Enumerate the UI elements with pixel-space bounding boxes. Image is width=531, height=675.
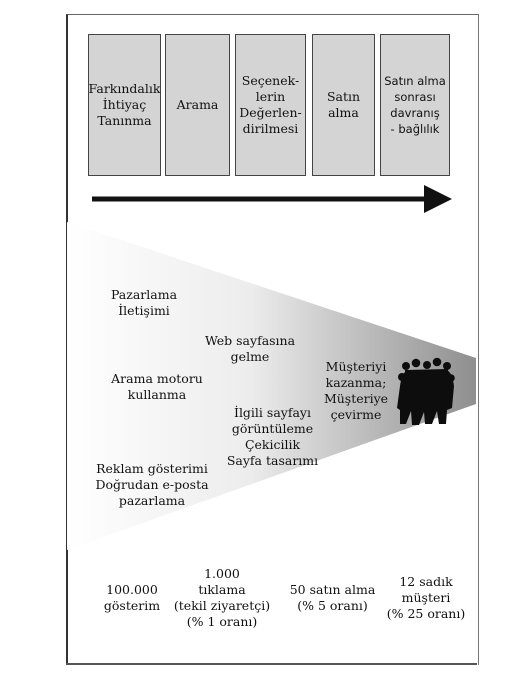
funnel-label-search-engine: Arama motoru kullanma xyxy=(111,371,203,402)
stage-evaluation-label: Seçenek- lerin Değerlen- dirilmesi xyxy=(239,73,302,136)
funnel-label-ad-impression: Reklam gösterimi Doğrudan e-posta pazarl… xyxy=(95,461,209,508)
stage-evaluation: Seçenek- lerin Değerlen- dirilmesi xyxy=(235,34,306,176)
crowd-silhouette-icon xyxy=(397,357,455,425)
metric-purchases: 50 satın alma (% 5 oranı) xyxy=(289,582,376,613)
funnel-label-relevant-page: İlgili sayfayı görüntüleme Çekicilik Say… xyxy=(226,405,319,468)
metric-clicks: 1.000 tıklama (tekil ziyaretçi) (% 1 ora… xyxy=(173,566,271,629)
funnel-label-marketing-communication: Pazarlama İletişimi xyxy=(110,287,178,318)
stage-search-label: Arama xyxy=(176,97,219,112)
stage-search: Arama xyxy=(165,34,230,176)
frame-bottom-edge xyxy=(66,663,477,665)
stage-awareness-label: Farkındalık İhtiyaç Tanınma xyxy=(88,81,161,128)
stage-post-purchase: Satın alma sonrası davranış - bağlılık xyxy=(380,34,450,176)
funnel-label-web-visit: Web sayfasına gelme xyxy=(204,333,296,364)
stage-post-purchase-label: Satın alma sonrası davranış - bağlılık xyxy=(384,74,446,136)
metric-impressions: 100.000 gösterim xyxy=(103,582,161,613)
funnel-shape xyxy=(67,222,476,550)
stage-purchase: Satın alma xyxy=(312,34,375,176)
stage-awareness: Farkındalık İhtiyaç Tanınma xyxy=(88,34,161,176)
arrow-right-icon xyxy=(424,185,452,213)
metric-loyal-customers: 12 sadık müşteri (% 25 oranı) xyxy=(386,574,466,621)
funnel-label-customer-acquisition: Müşteriyi kazanma; Müşteriye çevirme xyxy=(323,359,389,422)
stage-purchase-label: Satın alma xyxy=(326,89,361,120)
